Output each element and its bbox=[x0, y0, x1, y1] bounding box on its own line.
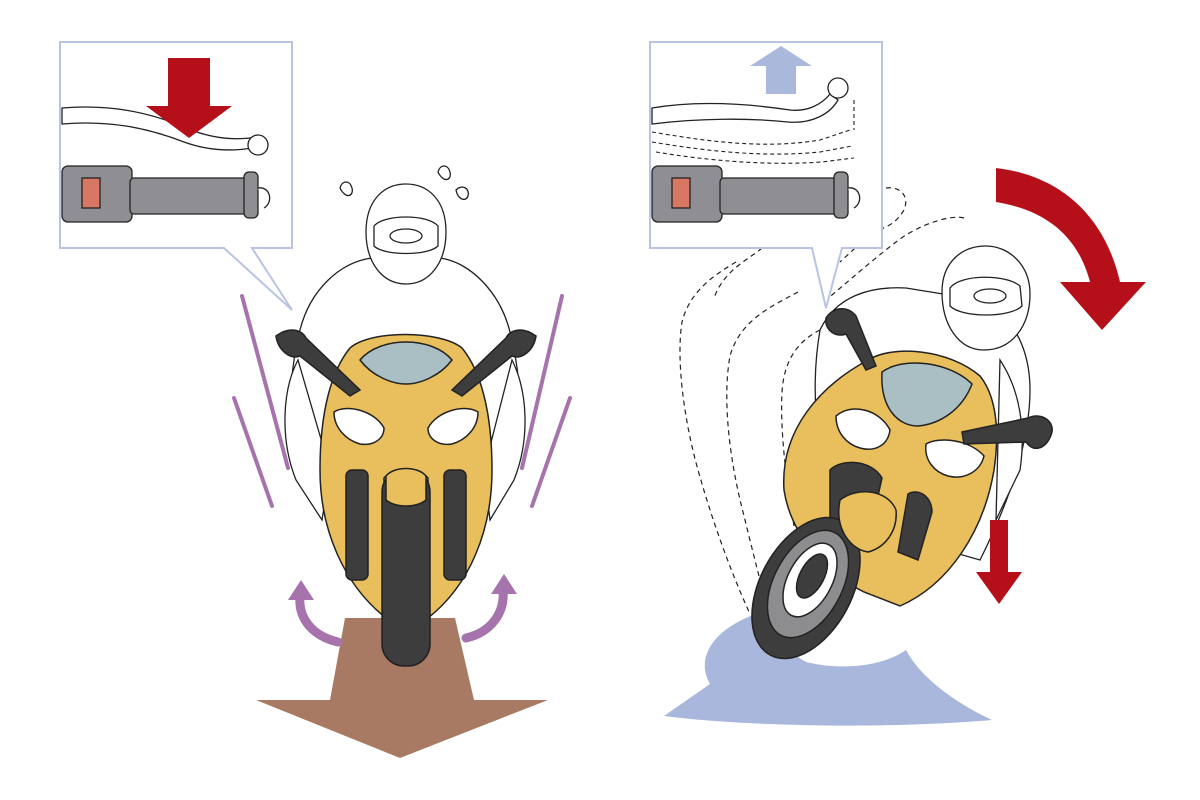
left-motorcycle bbox=[275, 329, 537, 667]
purple-curved-arrow-icon bbox=[295, 585, 508, 647]
ground-shadow bbox=[664, 614, 992, 726]
handlebar-grip-right bbox=[651, 165, 861, 223]
red-curved-arrow-icon bbox=[996, 168, 1146, 330]
brake-lever-released-icon bbox=[651, 77, 849, 125]
blue-up-arrow-icon bbox=[750, 46, 812, 94]
right-motorcycle bbox=[751, 308, 1053, 660]
left-lever-callout bbox=[59, 41, 293, 311]
brown-forward-arrow-icon bbox=[256, 618, 548, 758]
brake-lever-pressed-icon bbox=[61, 106, 269, 156]
lever-motion-trails bbox=[651, 100, 855, 164]
vibration-lines bbox=[232, 294, 572, 508]
right-scene bbox=[649, 41, 1146, 726]
red-small-down-arrow-icon bbox=[976, 520, 1022, 604]
purple-arrow-heads bbox=[288, 574, 517, 600]
handlebar-grip-left bbox=[61, 165, 271, 223]
right-lever-callout bbox=[649, 41, 883, 309]
left-scene bbox=[59, 41, 572, 758]
red-down-arrow-icon bbox=[146, 58, 232, 138]
